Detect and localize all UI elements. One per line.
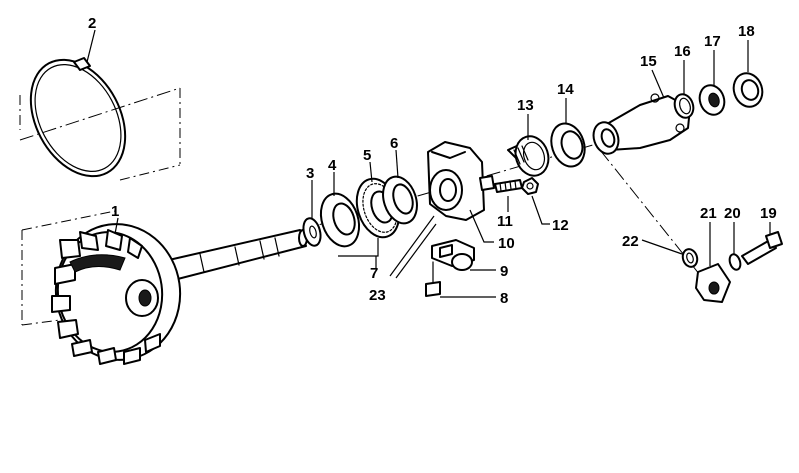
callout-6: 6 xyxy=(390,135,398,152)
leader-lines xyxy=(86,29,771,298)
callout-1: 1 xyxy=(111,203,119,220)
snap-ring-frame xyxy=(19,88,181,181)
clip-part[interactable] xyxy=(681,247,700,268)
callout-10: 10 xyxy=(498,235,515,252)
callout-15: 15 xyxy=(640,53,657,70)
bearing-ring-part[interactable] xyxy=(546,119,590,171)
callout-labels: 1 2 3 4 5 6 7 8 9 10 11 12 13 14 15 16 1… xyxy=(88,15,777,307)
housing-part[interactable] xyxy=(427,141,495,221)
callout-16: 16 xyxy=(674,43,691,60)
sealing-washer-part[interactable] xyxy=(728,253,742,271)
callout-14: 14 xyxy=(557,81,574,98)
callout-20: 20 xyxy=(724,205,741,222)
thrust-washer-part[interactable] xyxy=(301,216,324,247)
shaft-seal-part[interactable] xyxy=(696,82,728,118)
callout-19: 19 xyxy=(760,205,777,222)
cap-part[interactable] xyxy=(729,70,766,111)
callout-22: 22 xyxy=(622,233,639,250)
callout-9: 9 xyxy=(500,263,508,280)
bracket-part[interactable] xyxy=(431,239,475,271)
callout-18: 18 xyxy=(738,23,755,40)
bolt-part[interactable] xyxy=(425,261,441,297)
callout-5: 5 xyxy=(363,147,371,164)
callout-23: 23 xyxy=(369,287,386,304)
bearing-race-part[interactable] xyxy=(377,172,422,228)
callout-4: 4 xyxy=(328,157,337,174)
flange-housing-part[interactable] xyxy=(590,93,691,157)
callout-8: 8 xyxy=(500,290,508,307)
drum-frame xyxy=(21,209,121,326)
callout-2: 2 xyxy=(88,15,96,32)
nut-part[interactable] xyxy=(521,177,539,195)
thrust-bearing-race-part[interactable] xyxy=(315,189,366,251)
callout-11: 11 xyxy=(497,213,513,230)
callout-7: 7 xyxy=(370,265,378,282)
needle-bearing-part[interactable] xyxy=(507,132,553,180)
callout-3: 3 xyxy=(306,165,314,182)
callout-21: 21 xyxy=(700,205,717,222)
banjo-bolt-part[interactable] xyxy=(741,231,783,265)
callout-17: 17 xyxy=(704,33,721,50)
screw-part[interactable] xyxy=(494,179,523,193)
callout-13: 13 xyxy=(517,97,534,114)
callout-12: 12 xyxy=(552,217,569,234)
snap-ring-part[interactable] xyxy=(12,44,144,193)
clutch-drum-part[interactable] xyxy=(47,216,308,368)
fitting-part[interactable] xyxy=(695,263,731,303)
o-ring-part[interactable] xyxy=(672,92,697,120)
